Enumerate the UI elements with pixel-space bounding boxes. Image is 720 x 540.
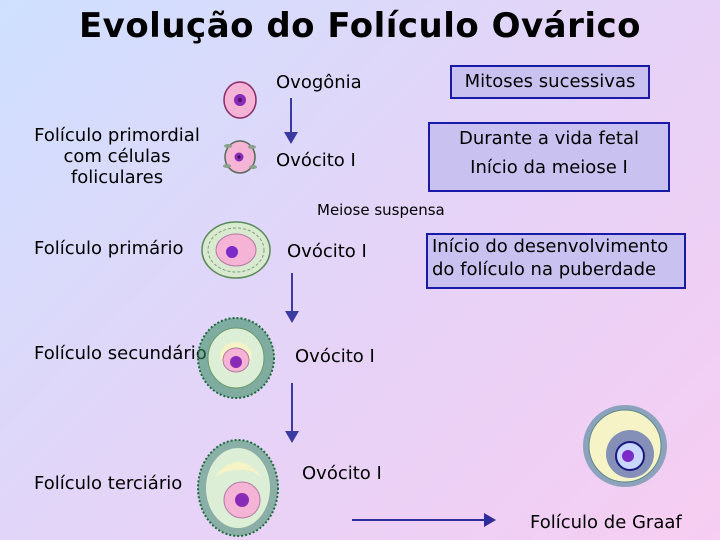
arrow-head-3 [285,431,299,443]
arrow-shaft-3 [291,383,293,433]
label-secondary-follicle: Folículo secundário [34,343,207,364]
tertiary-follicle-drawing [197,439,279,537]
meiosis-suspended-label: Meiose suspensa [317,201,445,219]
label-primary-follicle: Folículo primário [34,238,184,259]
arrow-shaft-2 [291,273,293,313]
label-ovocito-2: Ovócito I [287,241,367,262]
label-ovocito-3: Ovócito I [295,346,375,367]
puberty-label: Início do desenvolvimento do folículo na… [432,236,669,280]
page-title: Evolução do Folículo Ovárico [78,6,642,46]
label-tertiary-follicle: Folículo terciário [34,473,183,494]
primordial-follicle-drawing [223,140,257,174]
ovogonia-cell-drawing [223,81,257,119]
label-primordial-follicle: Folículo primordial com células folicula… [34,125,200,188]
secondary-follicle-drawing [197,317,275,399]
fetal-life-label: Durante a vida fetal [458,128,640,149]
label-ovocito-1: Ovócito I [276,150,356,171]
puberty-box: Início do desenvolvimento do folículo na… [426,233,686,289]
meiosis-start-label: Início da meiose I [470,157,628,178]
arrow-shaft-1 [290,98,292,134]
label-ovogonia: Ovogônia [276,72,362,93]
fetal-life-box: Durante a vida fetal Início da meiose I [428,122,670,192]
arrow-graaf-head [484,513,496,527]
label-ovocito-4: Ovócito I [302,463,382,484]
graaf-follicle-drawing [583,405,667,487]
graaf-label: Folículo de Graaf [530,512,682,533]
arrow-head-2 [285,311,299,323]
mitoses-box: Mitoses sucessivas [450,65,650,99]
primary-follicle-drawing [201,221,271,279]
arrow-graaf-shaft [352,519,486,521]
mitoses-label: Mitoses sucessivas [464,71,636,92]
arrow-head-1 [284,132,298,144]
